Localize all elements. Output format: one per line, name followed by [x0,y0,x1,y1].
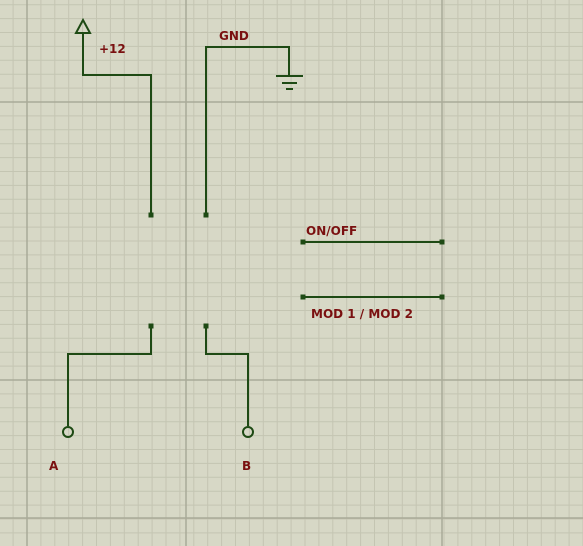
labels: +12 GND ON/OFF MOD 1 / MOD 2 A B [49,29,413,473]
power-wire[interactable] [82,33,152,215]
pin-endpoints [148,212,445,329]
terminal-a-label: A [49,459,59,473]
pin-endpoint[interactable] [148,323,154,329]
pin-endpoint[interactable] [203,212,209,218]
pin-endpoint[interactable] [439,239,445,245]
pin-endpoint[interactable] [300,294,306,300]
terminal-a-icon[interactable] [62,426,74,438]
mode-label: MOD 1 / MOD 2 [311,307,413,321]
pin-endpoint[interactable] [439,294,445,300]
ground-label: GND [219,29,249,43]
terminal-b-wire[interactable] [205,326,249,426]
pin-endpoint[interactable] [300,239,306,245]
terminal-a-wire[interactable] [67,326,152,426]
power-label: +12 [99,42,126,56]
pin-endpoint[interactable] [203,323,209,329]
terminals [62,426,254,438]
terminal-b-icon[interactable] [242,426,254,438]
pin-endpoint[interactable] [148,212,154,218]
on-off-label: ON/OFF [306,224,357,238]
ground-wire[interactable] [205,46,290,215]
terminal-b-label: B [242,459,251,473]
ground-icon [276,75,303,90]
wires [67,17,442,426]
